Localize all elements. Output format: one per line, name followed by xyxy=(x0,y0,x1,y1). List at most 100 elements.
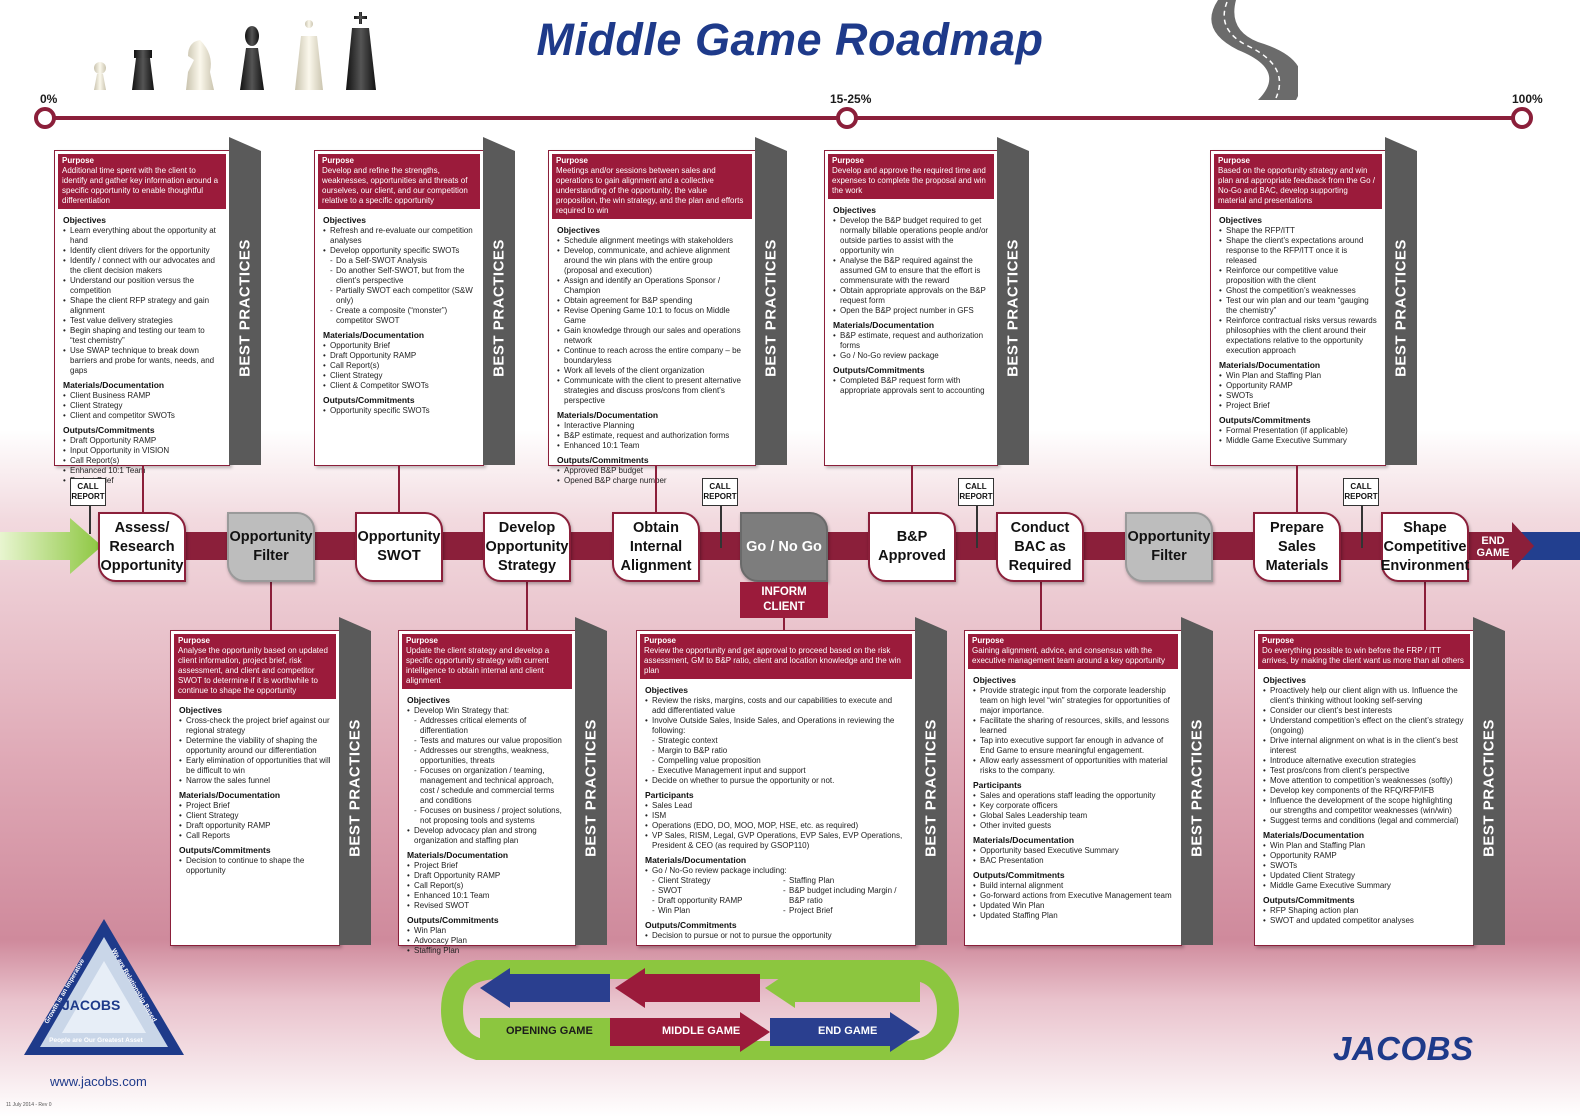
triangle-brand: JACOBS xyxy=(62,997,121,1013)
bullet-item: Client Business RAMP xyxy=(63,391,221,401)
bullet-item: Key corporate officers xyxy=(973,801,1173,811)
bullet-item: Global Sales Leadership team xyxy=(973,811,1173,821)
game-cycle-diagram xyxy=(440,960,960,1060)
bullet-item: Win Plan xyxy=(645,906,776,916)
bullet-item: Go-forward actions from Executive Manage… xyxy=(973,891,1173,901)
bullet-item: Focuses on business / project solutions,… xyxy=(407,806,567,826)
bullet-item: Allow early assessment of opportunities … xyxy=(973,756,1173,776)
bullet-item: Consider our client’s best interests xyxy=(1263,706,1465,716)
best-practices-tab: BEST PRACTICES xyxy=(483,137,515,465)
bullet-list: Win PlanAdvocacy PlanStaffing Plan xyxy=(407,926,567,956)
bullet-item: SWOTs xyxy=(1219,391,1377,401)
card-section: ObjectivesReview the risks, margins, cos… xyxy=(637,685,915,790)
stage-conduct-bac[interactable]: Conduct BAC as Required xyxy=(996,512,1084,582)
connector xyxy=(1296,466,1298,512)
call-report-badge: CALL REPORT xyxy=(1343,478,1379,506)
website-link[interactable]: www.jacobs.com xyxy=(50,1074,147,1089)
card-section: ObjectivesCross-check the project brief … xyxy=(171,705,339,790)
middle-game-label: MIDDLE GAME xyxy=(662,1025,741,1037)
stage-bp-approved[interactable]: B&P Approved xyxy=(868,512,956,582)
call-report-badge: CALL REPORT xyxy=(958,478,994,506)
section-heading: Materials/Documentation xyxy=(323,330,425,340)
bullet-item: Draft Opportunity RAMP xyxy=(323,351,475,361)
bullet-list: Schedule alignment meetings with stakeho… xyxy=(557,236,747,406)
bullet-item: Client Strategy xyxy=(645,876,776,886)
stage-assess-research[interactable]: Assess/ Research Opportunity xyxy=(98,512,186,582)
card-section: Outputs/CommitmentsApproved B&P budgetOp… xyxy=(549,455,755,490)
card-section: Materials/DocumentationOpportunity based… xyxy=(965,835,1181,870)
connector xyxy=(89,506,91,534)
bullet-item: Analyse the B&P required against the ass… xyxy=(833,256,989,286)
bullet-item: Middle Game Executive Summary xyxy=(1219,436,1377,446)
card-section: ParticipantsSales LeadISMOperations (EDO… xyxy=(637,790,915,855)
stage-develop-strategy[interactable]: Develop Opportunity Strategy xyxy=(483,512,571,582)
stage-internal-alignment[interactable]: Obtain Internal Alignment xyxy=(612,512,700,582)
card-section: Outputs/CommitmentsWin PlanAdvocacy Plan… xyxy=(399,915,575,960)
bullet-list: Decision to continue to shape the opport… xyxy=(179,856,331,876)
bullet-item: Review the risks, margins, costs and our… xyxy=(645,696,907,716)
purpose-heading: Purpose xyxy=(178,636,211,645)
bullet-list: Cross-check the project brief against ou… xyxy=(179,716,331,786)
bullet-item: Call Reports xyxy=(179,831,331,841)
end-arrow-icon xyxy=(1468,522,1534,570)
bullet-item: Updated Win Plan xyxy=(973,901,1173,911)
bullet-item: Opportunity RAMP xyxy=(1219,381,1377,391)
timeline-end-dot xyxy=(1511,107,1533,129)
bullet-item: Compelling value proposition xyxy=(645,756,907,766)
bullet-list: Review the risks, margins, costs and our… xyxy=(645,696,907,786)
stage-opportunity-filter-2[interactable]: Opportunity Filter xyxy=(1125,512,1213,582)
stage-go-no-go[interactable]: Go / No Go xyxy=(740,512,828,582)
section-heading: Materials/Documentation xyxy=(1263,830,1365,840)
connector xyxy=(720,506,722,548)
bullet-item: Approved B&P budget xyxy=(557,466,747,476)
chess-pieces-icon xyxy=(94,12,376,90)
bullet-item: Staffing Plan xyxy=(776,876,907,886)
bullet-item: Call Report(s) xyxy=(63,456,221,466)
bullet-list: Win Plan and Staffing PlanOpportunity RA… xyxy=(1263,841,1465,891)
section-heading: Objectives xyxy=(973,675,1016,685)
bullet-item: Project Brief xyxy=(1219,401,1377,411)
bullet-item: Revised SWOT xyxy=(407,901,567,911)
connector xyxy=(526,582,528,630)
card-section: ObjectivesLearn everything about the opp… xyxy=(55,215,229,380)
bullet-item: Communicate with the client to present a… xyxy=(557,376,747,406)
section-heading: Materials/Documentation xyxy=(645,855,747,865)
timeline-line xyxy=(46,116,1532,120)
section-heading: Objectives xyxy=(1219,215,1262,225)
bullet-item: ISM xyxy=(645,811,907,821)
bullet-item: Reinforce contractual risks versus rewar… xyxy=(1219,316,1377,356)
bullet-item: Test our win plan and our team “gauging … xyxy=(1219,296,1377,316)
connector xyxy=(1040,582,1042,630)
best-practices-tab: BEST PRACTICES xyxy=(339,617,371,945)
section-heading: Objectives xyxy=(833,205,876,215)
stage-prepare-sales[interactable]: Prepare Sales Materials xyxy=(1253,512,1341,582)
bullet-list: Go / No-Go review package including: xyxy=(645,866,907,876)
bullet-item: B&P estimate, request and authorization … xyxy=(833,331,989,351)
stage-shape-competitive[interactable]: Shape Competitive Environment xyxy=(1381,512,1469,582)
card-section: ParticipantsSales and operations staff l… xyxy=(965,780,1181,835)
bullet-item: Use SWAP technique to break down barrier… xyxy=(63,346,221,376)
bullet-item: Develop Win Strategy that: xyxy=(407,706,567,716)
section-heading: Materials/Documentation xyxy=(1219,360,1321,370)
bullet-item: Operations (EDO, DO, MOO, MOP, HSE, etc.… xyxy=(645,821,907,831)
card-section: ObjectivesProvide strategic input from t… xyxy=(965,675,1181,780)
section-heading: Participants xyxy=(973,780,1022,790)
bullet-list: Develop Win Strategy that:Addresses crit… xyxy=(407,706,567,846)
bullet-item: Revise Opening Game 10:1 to focus on Mid… xyxy=(557,306,747,326)
stage-opportunity-filter[interactable]: Opportunity Filter xyxy=(227,512,315,582)
section-heading: Participants xyxy=(645,790,694,800)
best-practices-tab: BEST PRACTICES xyxy=(575,617,607,945)
stage-opportunity-swot[interactable]: Opportunity SWOT xyxy=(355,512,443,582)
bullet-item: Assign and identify an Operations Sponso… xyxy=(557,276,747,296)
bullet-item: Develop advocacy plan and strong organiz… xyxy=(407,826,567,846)
section-heading: Outputs/Commitments xyxy=(833,365,925,375)
bullet-item: Focuses on organization / teaming, manag… xyxy=(407,766,567,806)
bullet-item: Refresh and re-evaluate our competition … xyxy=(323,226,475,246)
bullet-list: RFP Shaping action planSWOT and updated … xyxy=(1263,906,1465,926)
bullet-item: Facilitate the sharing of resources, ski… xyxy=(973,716,1173,736)
